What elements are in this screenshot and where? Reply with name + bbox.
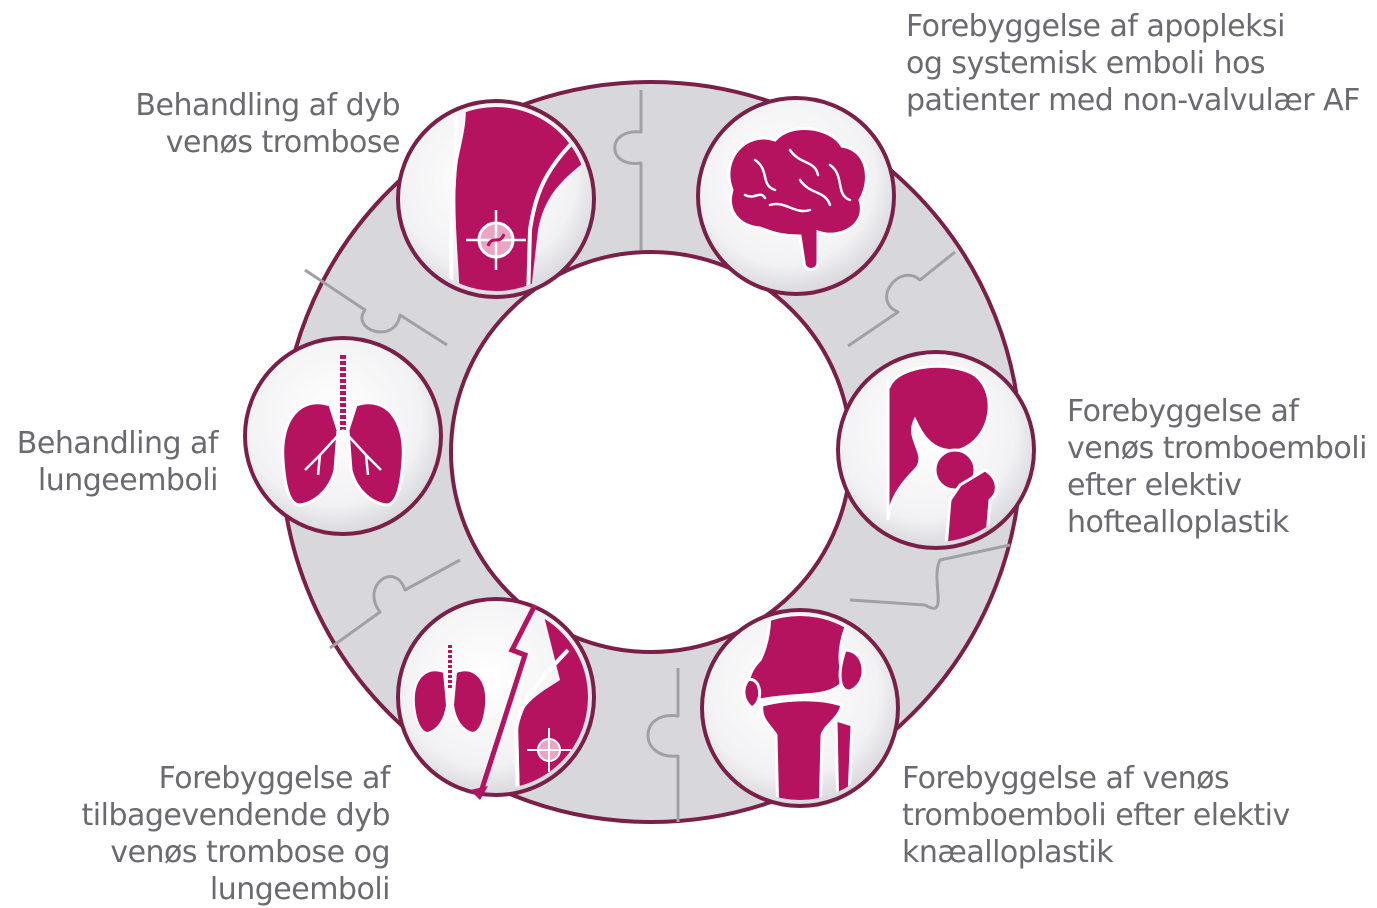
- label-pe-treatment: Behandling af lungeemboli: [0, 425, 218, 499]
- label-line: hoftealloplastik: [1067, 504, 1375, 541]
- label-line: knæalloplastik: [902, 834, 1322, 871]
- label-line: patienter med non-valvulær AF: [906, 82, 1371, 119]
- label-line: lungeemboli: [0, 462, 218, 499]
- label-line: tilbagevendende dyb: [40, 797, 390, 834]
- label-line: Forebyggelse af: [40, 760, 390, 797]
- label-recurrent-prevention: Forebyggelse af tilbagevendende dyb venø…: [40, 760, 390, 908]
- label-knee-prevention: Forebyggelse af venøs tromboemboli efter…: [902, 760, 1322, 871]
- label-line: venøs trombose: [80, 124, 400, 161]
- label-line: Forebyggelse af venøs: [902, 760, 1322, 797]
- label-line: og systemisk emboli hos: [906, 45, 1371, 82]
- label-line: efter elektiv: [1067, 467, 1375, 504]
- label-line: Forebyggelse af apopleksi: [906, 8, 1371, 45]
- label-hip-prevention: Forebyggelse af venøs tromboemboli efter…: [1067, 393, 1375, 541]
- label-line: tromboemboli efter elektiv: [902, 797, 1322, 834]
- label-line: Behandling af: [0, 425, 218, 462]
- label-line: Forebyggelse af: [1067, 393, 1375, 430]
- label-line: venøs tromboemboli: [1067, 430, 1375, 467]
- label-line: lungeemboli: [40, 871, 390, 908]
- label-dvt-treatment: Behandling af dyb venøs trombose: [80, 87, 400, 161]
- brain-icon: [698, 98, 894, 294]
- label-line: Behandling af dyb: [80, 87, 400, 124]
- label-stroke-prevention: Forebyggelse af apopleksi og systemisk e…: [906, 8, 1371, 119]
- lungs-icon: [245, 338, 441, 534]
- label-line: venøs trombose og: [40, 834, 390, 871]
